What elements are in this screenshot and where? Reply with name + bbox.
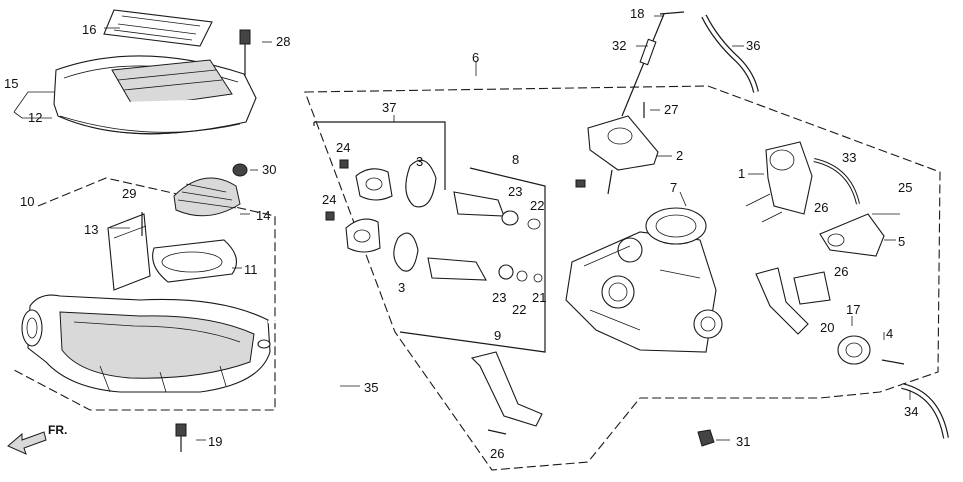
callout-23-upper: 23 <box>508 184 522 199</box>
injectors <box>427 191 543 283</box>
leaders-12-15 <box>13 91 54 119</box>
callout-32: 32 <box>612 38 626 53</box>
temp-sensor <box>175 423 187 452</box>
bracket <box>107 213 151 291</box>
callout-3-lower: 3 <box>398 280 405 295</box>
callout-31: 31 <box>736 434 750 449</box>
callout-labels: 16 28 15 12 10 29 13 30 14 11 35 19 6 37… <box>4 6 918 461</box>
callout-14: 14 <box>256 208 270 223</box>
callout-20: 20 <box>820 320 834 335</box>
callout-11: 11 <box>244 262 258 277</box>
callout-22-upper: 22 <box>530 198 544 213</box>
callout-27: 27 <box>664 102 678 117</box>
callout-5: 5 <box>898 234 905 249</box>
callout-16: 16 <box>82 22 96 37</box>
callout-26-right-upper: 26 <box>814 200 828 215</box>
filter-screen <box>173 177 241 217</box>
idle-control-valve <box>745 141 813 223</box>
callout-30: 30 <box>262 162 276 177</box>
callout-9: 9 <box>494 328 501 343</box>
throttle-sensor <box>837 335 905 365</box>
callout-22-lower: 22 <box>512 302 526 317</box>
air-cleaner-cover <box>53 55 257 135</box>
hose-35 <box>267 321 355 421</box>
hose-33 <box>813 158 860 205</box>
group-6-outline <box>304 85 941 471</box>
callout-10: 10 <box>20 194 34 209</box>
group-8-9-bracket <box>399 167 546 353</box>
air-cleaner-housing <box>21 294 271 393</box>
callout-18: 18 <box>630 6 644 21</box>
cap <box>232 163 248 177</box>
group-outlines <box>13 85 941 471</box>
callout-3-upper: 3 <box>416 154 423 169</box>
nut-31 <box>697 429 715 447</box>
callout-26-bottom: 26 <box>490 446 504 461</box>
leader-lines <box>104 15 911 441</box>
throttle-body <box>565 207 723 353</box>
callout-1: 1 <box>738 166 745 181</box>
lower-bolt <box>487 429 507 435</box>
tps-bracket <box>755 267 831 335</box>
injector-seals <box>325 159 437 272</box>
callout-7: 7 <box>670 180 677 195</box>
lower-bracket <box>470 351 543 427</box>
callout-21: 21 <box>532 290 546 305</box>
callout-24-upper: 24 <box>336 140 350 155</box>
callout-33: 33 <box>842 150 856 165</box>
callout-23-lower: 23 <box>492 290 506 305</box>
callout-8: 8 <box>512 152 519 167</box>
callout-28: 28 <box>276 34 290 49</box>
cable-end <box>659 11 685 15</box>
wing-bolt <box>239 29 251 76</box>
group-37-bracket <box>313 121 446 190</box>
callout-25: 25 <box>898 180 912 195</box>
callout-35: 35 <box>364 380 378 395</box>
callout-12: 12 <box>28 110 42 125</box>
cable-32 <box>621 13 665 117</box>
callout-4: 4 <box>886 326 893 341</box>
actuator <box>587 115 659 195</box>
callout-2: 2 <box>676 148 683 163</box>
callout-19: 19 <box>208 434 222 449</box>
callout-24-lower: 24 <box>322 192 336 207</box>
cable-sleeve <box>639 38 657 66</box>
map-sensor <box>819 213 885 257</box>
small-nut <box>575 179 586 188</box>
decal-label <box>103 9 213 47</box>
callout-34: 34 <box>904 404 918 419</box>
callout-29: 29 <box>122 186 136 201</box>
front-arrow <box>7 431 47 455</box>
callout-15: 15 <box>4 76 18 91</box>
callout-26-right-mid: 26 <box>834 264 848 279</box>
group-10-outline <box>13 177 276 411</box>
callout-36: 36 <box>746 38 760 53</box>
callout-13: 13 <box>84 222 98 237</box>
gasket <box>152 239 238 283</box>
callout-6: 6 <box>472 50 479 65</box>
callout-17: 17 <box>846 302 860 317</box>
callout-37: 37 <box>382 100 396 115</box>
front-label: FR. <box>48 423 67 437</box>
